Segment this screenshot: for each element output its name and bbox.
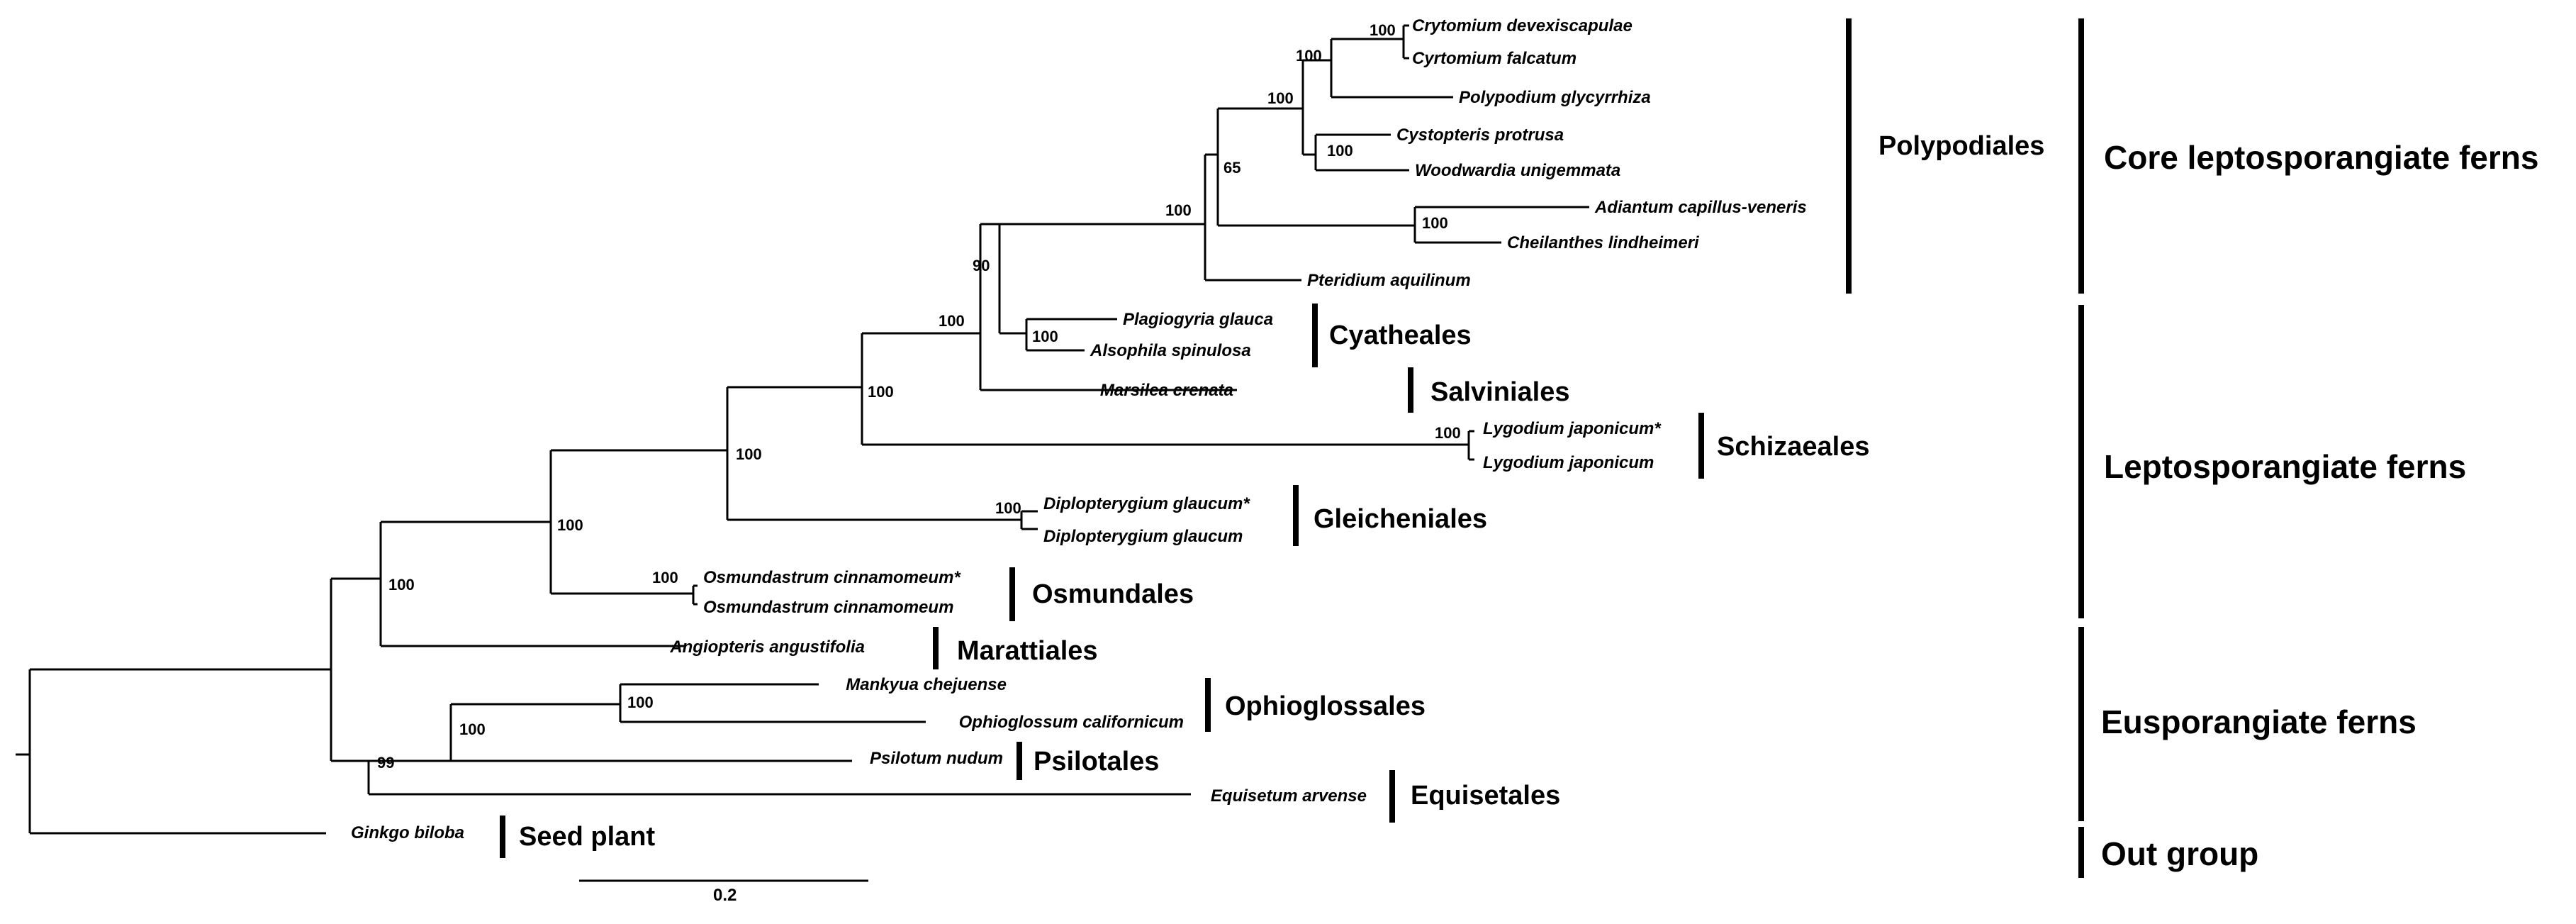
taxon-labels: Crytomium devexiscapulae Cyrtomium falca… bbox=[351, 16, 1807, 842]
bootstrap-value: 100 bbox=[995, 499, 1021, 517]
group-label-euspor: Eusporangiate ferns bbox=[2101, 703, 2417, 740]
taxon-label: Osmundastrum cinnamomeum bbox=[703, 598, 953, 617]
order-label-polypodiales: Polypodiales bbox=[1878, 131, 2044, 161]
order-label-marattiales: Marattiales bbox=[957, 636, 1098, 666]
bootstrap-value: 100 bbox=[459, 720, 486, 738]
bootstrap-value: 100 bbox=[736, 445, 762, 463]
group-brackets: Core leptosporangiate ferns Leptosporang… bbox=[2078, 18, 2538, 878]
group-label-core-lepto: Core leptosporangiate ferns bbox=[2104, 139, 2538, 176]
taxon-label: Woodwardia unigemmata bbox=[1415, 161, 1620, 180]
bootstrap-values: 100 100 100 100 65 100 100 90 100 100 10… bbox=[377, 21, 1461, 772]
bootstrap-value: 99 bbox=[377, 754, 394, 772]
bootstrap-value: 65 bbox=[1223, 159, 1241, 177]
order-label-seed-plant: Seed plant bbox=[519, 822, 655, 852]
taxon-label: Ginkgo biloba bbox=[351, 823, 464, 842]
bootstrap-value: 100 bbox=[388, 576, 415, 594]
taxon-label: Cystopteris protrusa bbox=[1396, 126, 1564, 145]
taxon-label: Diplopterygium glaucum bbox=[1043, 527, 1243, 546]
order-label-psilotales: Psilotales bbox=[1034, 747, 1159, 777]
bootstrap-value: 100 bbox=[868, 383, 894, 401]
bootstrap-value: 100 bbox=[652, 569, 678, 586]
bootstrap-value: 100 bbox=[1327, 142, 1353, 160]
taxon-label: Crytomium devexiscapulae bbox=[1412, 16, 1633, 35]
order-label-gleicheniales: Gleicheniales bbox=[1314, 504, 1487, 534]
bootstrap-value: 100 bbox=[1032, 328, 1058, 345]
bootstrap-value: 90 bbox=[973, 257, 990, 274]
order-brackets: Polypodiales Cyatheales Salviniales Schi… bbox=[500, 18, 2044, 858]
taxon-label: Osmundastrum cinnamomeum* bbox=[703, 568, 961, 587]
taxon-label: Cheilanthes lindheimeri bbox=[1507, 233, 1700, 252]
taxon-label: Adiantum capillus-veneris bbox=[1594, 198, 1807, 217]
taxon-label: Psilotum nudum bbox=[870, 749, 1003, 768]
order-label-cyatheales: Cyatheales bbox=[1329, 321, 1472, 350]
taxon-label: Plagiogyria glauca bbox=[1123, 310, 1273, 329]
order-label-osmundales: Osmundales bbox=[1032, 579, 1194, 609]
taxon-label: Lygodium japonicum bbox=[1483, 453, 1654, 472]
taxon-label: Diplopterygium glaucum* bbox=[1043, 494, 1250, 513]
group-label-lepto: Leptosporangiate ferns bbox=[2104, 448, 2466, 485]
taxon-label: Polypodium glycyrrhiza bbox=[1459, 88, 1651, 107]
order-label-salviniales: Salviniales bbox=[1430, 377, 1569, 407]
bootstrap-value: 100 bbox=[1370, 21, 1396, 39]
scale-bar-label: 0.2 bbox=[713, 886, 737, 905]
order-label-equisetales: Equisetales bbox=[1411, 781, 1560, 811]
order-label-schizaeales: Schizaeales bbox=[1717, 432, 1869, 462]
bootstrap-value: 100 bbox=[627, 694, 654, 711]
bootstrap-value: 100 bbox=[1165, 201, 1192, 219]
taxon-label: Marsilea crenata bbox=[1100, 381, 1233, 400]
bootstrap-value: 100 bbox=[939, 312, 965, 330]
taxon-label: Ophioglossum californicum bbox=[959, 713, 1184, 732]
bootstrap-value: 100 bbox=[1267, 89, 1294, 107]
bootstrap-value: 100 bbox=[1422, 214, 1448, 232]
group-label-outgroup: Out group bbox=[2101, 835, 2258, 872]
taxon-label: Alsophila spinulosa bbox=[1090, 341, 1251, 360]
scale-bar: 0.2 bbox=[579, 879, 868, 905]
taxon-label: Cyrtomium falcatum bbox=[1412, 49, 1577, 68]
taxon-label: Mankyua chejuense bbox=[846, 675, 1007, 694]
bootstrap-value: 100 bbox=[557, 516, 583, 534]
tree-branches bbox=[16, 24, 1589, 835]
taxon-label: Angiopteris angustifolia bbox=[669, 638, 865, 657]
bootstrap-value: 100 bbox=[1296, 47, 1322, 65]
taxon-label: Equisetum arvense bbox=[1211, 786, 1367, 806]
bootstrap-value: 100 bbox=[1435, 424, 1461, 442]
taxon-label: Lygodium japonicum* bbox=[1483, 419, 1662, 438]
order-label-ophioglossales: Ophioglossales bbox=[1225, 691, 1426, 721]
taxon-label: Pteridium aquilinum bbox=[1307, 271, 1471, 290]
